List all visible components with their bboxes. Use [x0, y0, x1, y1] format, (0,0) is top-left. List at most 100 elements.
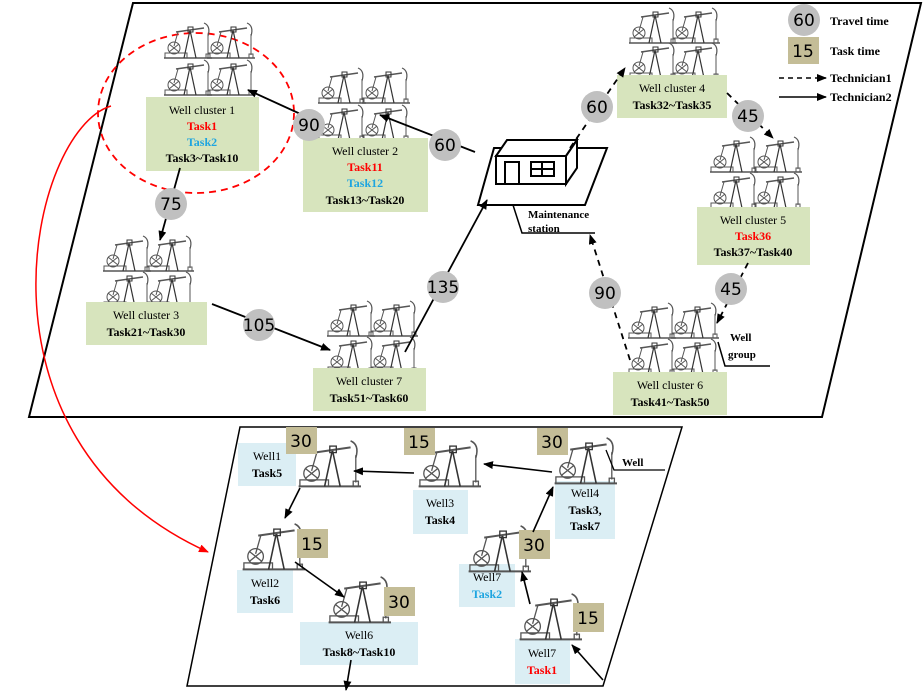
well1-name: Well1 [253, 449, 281, 463]
travel-circle-c7-station [427, 271, 459, 303]
cluster-7-pumps [326, 300, 419, 373]
legend-tech1-label: Technician1 [830, 71, 892, 85]
travel-time-station-c4: 60 [586, 98, 608, 118]
legend-travel-label: Travel time [830, 14, 889, 28]
well1-task: Task5 [252, 466, 282, 480]
cluster-1-red-task: Task1 [187, 119, 217, 133]
well-group-label-1: Well [730, 332, 751, 344]
travel-time-c4-c5: 45 [737, 107, 759, 127]
travel-circle-c3-c7 [243, 309, 275, 341]
well2-time-box [297, 529, 328, 558]
cluster-2-tasks: Task13~Task20 [326, 193, 405, 207]
well3-time-box [404, 428, 435, 455]
well2-task: Task6 [250, 593, 280, 607]
cluster-2-pumps [317, 67, 411, 141]
well2-name: Well2 [251, 576, 279, 590]
bottom-plane [186, 426, 684, 687]
legend-task-value: 15 [792, 42, 814, 62]
well-label: Well [622, 457, 643, 469]
travel-circle-c6-station [589, 277, 621, 309]
cluster-4-pumps [628, 7, 721, 79]
cluster-2-name: Well cluster 2 [332, 144, 398, 158]
well1-time: 30 [290, 432, 312, 452]
well6-time-box [384, 587, 415, 616]
well7b-time-box [573, 603, 604, 632]
cluster-5-box [697, 207, 810, 265]
cluster-4-box [617, 75, 727, 118]
well3-box [413, 490, 468, 534]
cluster-2-blue-task: Task12 [347, 176, 383, 190]
legend-task-box [788, 37, 819, 64]
cluster-3-box [86, 302, 207, 345]
travel-circle-c4-c5 [732, 100, 764, 132]
cluster-7-tasks: Task51~Task60 [330, 391, 409, 405]
cluster-1-name: Well cluster 1 [169, 103, 235, 117]
well4-box [555, 481, 615, 539]
legend-task-label: Task time [830, 44, 881, 58]
cluster-5-red-task: Task36 [735, 229, 771, 243]
station-label-line2: station [528, 223, 560, 235]
cluster-2-red-task: Task11 [347, 160, 383, 174]
travel-circle-c2-c1 [293, 109, 325, 141]
travel-time-c6-station: 90 [594, 284, 616, 304]
well1-time-box [286, 427, 317, 454]
legend: 60 Travel time 15 Task time Technician1 … [779, 4, 892, 104]
legend-travel-circle [788, 4, 820, 36]
travel-time-c2-c1: 90 [298, 116, 320, 136]
well7a-time: 30 [523, 536, 545, 556]
zoom-connector [35, 105, 209, 553]
maintenance-station [476, 136, 609, 234]
cluster-3-tasks: Task21~Task30 [107, 325, 186, 339]
well4-task-2: Task7 [570, 519, 600, 533]
cluster-6-tasks: Task41~Task50 [631, 395, 710, 409]
well6-box [300, 622, 418, 665]
cluster-5-pumps [709, 136, 803, 209]
well7a-task: Task2 [472, 587, 502, 601]
cluster-6-name: Well cluster 6 [637, 378, 703, 392]
travel-time-c7-station: 135 [427, 278, 459, 298]
well7b-task: Task1 [527, 663, 557, 677]
well6-time: 30 [388, 593, 410, 613]
cluster-5-name: Well cluster 5 [720, 213, 786, 227]
cluster-7-box [313, 368, 426, 411]
well7b-name: Well7 [528, 646, 556, 660]
well-group-label-2: group [728, 349, 756, 361]
cluster-1-tasks: Task3~Task10 [166, 151, 239, 165]
cluster-3-name: Well cluster 3 [113, 308, 179, 322]
well2-box [237, 570, 293, 613]
well7a-time-box [519, 530, 550, 559]
well3-time: 15 [408, 433, 430, 453]
well7b-time: 15 [577, 609, 599, 629]
well7a-name: Well7 [473, 570, 501, 584]
travel-circle-station-c4 [581, 91, 613, 123]
station-label-line1: Maintenance [528, 209, 589, 221]
cluster-2-box [303, 138, 428, 212]
well6-task: Task8~Task10 [323, 645, 396, 659]
cluster-6-pumps [627, 302, 720, 375]
travel-circle-c5-c6 [715, 273, 747, 305]
travel-circle-station-c2 [429, 129, 461, 161]
legend-travel-value: 60 [793, 11, 815, 31]
cluster-1-box [146, 97, 259, 171]
travel-time-c5-c6: 45 [720, 280, 742, 300]
cluster-4-name: Well cluster 4 [639, 81, 705, 95]
travel-time-c1-c3: 75 [160, 195, 182, 215]
travel-time-c3-c7: 105 [243, 316, 275, 336]
cluster-1-blue-task: Task2 [187, 135, 217, 149]
legend-tech2-label: Technician2 [830, 90, 892, 104]
well4-name: Well4 [571, 486, 599, 500]
well-route [284, 461, 604, 691]
well6-name: Well6 [345, 628, 373, 642]
well3-task: Task4 [425, 513, 455, 527]
well4-time: 30 [541, 433, 563, 453]
cluster-7-name: Well cluster 7 [336, 374, 402, 388]
well4-time-box [537, 428, 568, 455]
travel-circle-c1-c3 [155, 188, 187, 220]
cluster-6-box [613, 372, 727, 415]
cluster-5-tasks: Task37~Task40 [714, 245, 793, 259]
travel-time-station-c2: 60 [434, 136, 456, 156]
top-plane [27, 2, 923, 418]
cluster-3-pumps [102, 235, 195, 308]
well4-task: Task3, [568, 503, 601, 517]
